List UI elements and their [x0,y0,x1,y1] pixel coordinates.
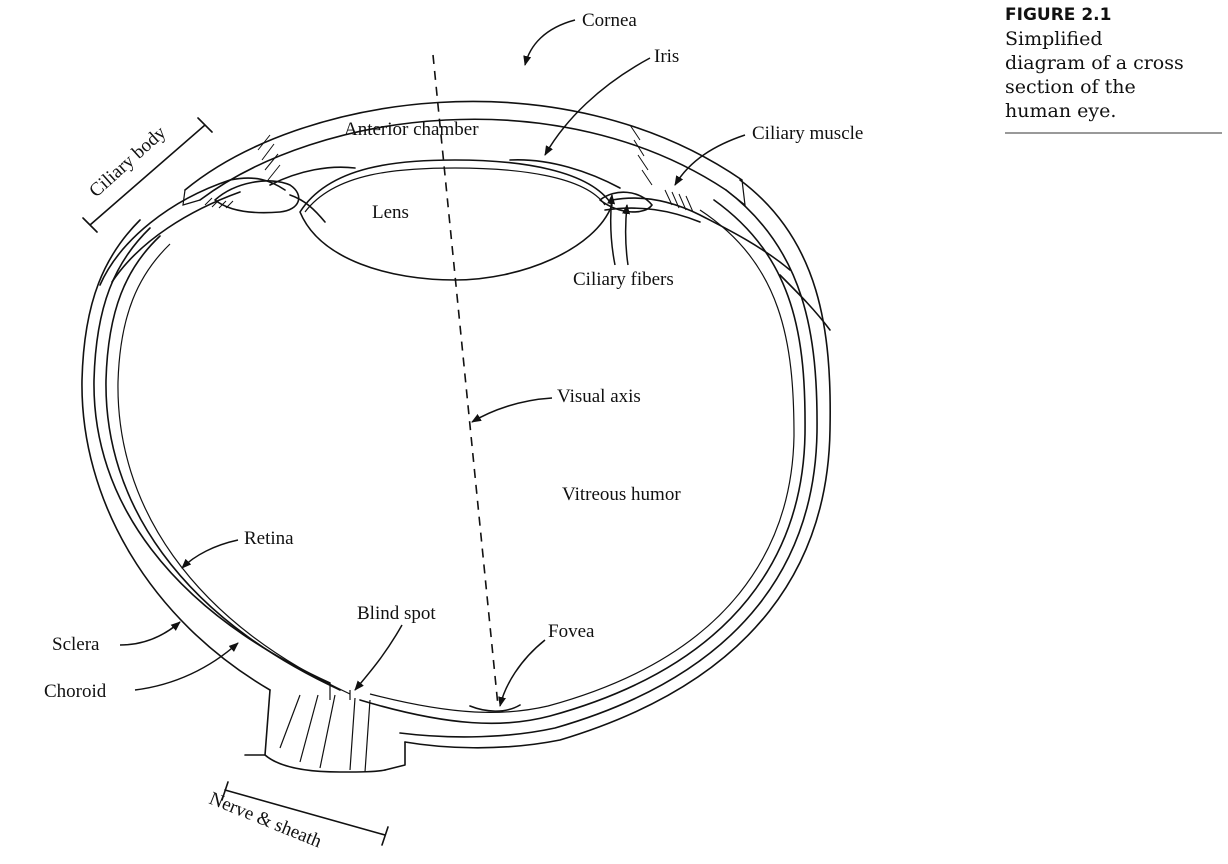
ciliary-fibers-arrow-2 [622,204,631,266]
label-cornea: Cornea [582,10,637,31]
fovea-arrow [498,639,546,707]
label-retina: Retina [244,528,294,549]
sclera-outline [81,179,831,749]
caption-line-3: section of the [1005,76,1136,98]
iris-arrow [544,57,651,156]
sclera-arrow [119,621,181,646]
choroid-arrow [134,642,239,691]
label-ciliary-fibers: Ciliary fibers [573,269,674,290]
label-visual-axis: Visual axis [557,386,641,407]
label-choroid: Choroid [44,681,107,702]
ciliary-fibers-arrow-1 [607,194,616,266]
fovea-dip [469,704,521,712]
retina-outer-line [105,199,806,725]
cornea-arrow [523,19,576,66]
ciliary-body-bracket [82,117,213,233]
eyeball-walls [81,179,831,749]
blind-spot-arrow [354,624,403,691]
label-lens: Lens [372,202,409,223]
label-nerve-sheath: Nerve & sheath [206,788,325,852]
label-ciliary-body: Ciliary body [85,122,170,202]
label-anterior-chamber: Anterior chamber [344,119,479,140]
label-ciliary-muscle: Ciliary muscle [752,123,863,144]
label-blind-spot: Blind spot [357,603,436,624]
optic-nerve [221,683,406,846]
cornea-shape [182,100,746,207]
ciliary-body-right [599,124,831,331]
visual-axis-line [432,54,499,707]
ciliary-muscle-arrow [674,134,746,186]
leader-arrows [119,19,746,707]
retina-arrow [181,539,239,569]
nerve-sheath-bracket [221,781,389,846]
label-fovea: Fovea [548,621,595,642]
label-sclera: Sclera [52,634,100,655]
caption-line-1: Simplified [1005,28,1103,50]
choroid-outline [93,189,818,738]
lens-shape [299,159,613,281]
iris-shape [269,159,621,189]
caption-line-4: human eye. [1005,100,1116,122]
visual-axis-arrow [471,397,553,423]
ciliary-body-left [99,134,326,286]
label-vitreous-humor: Vitreous humor [562,484,681,505]
label-iris: Iris [654,46,679,67]
caption-title: FIGURE 2.1 [1005,5,1111,25]
caption-line-2: diagram of a cross [1005,52,1184,74]
retina-inner-line [117,209,795,714]
figure-caption: FIGURE 2.1 Simplified diagram of a cross… [1005,5,1222,134]
